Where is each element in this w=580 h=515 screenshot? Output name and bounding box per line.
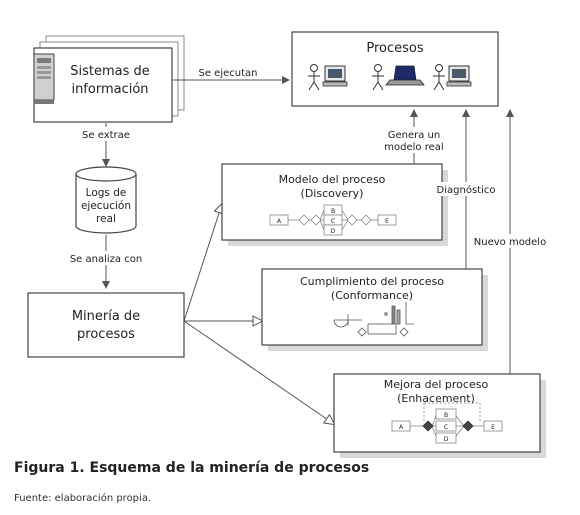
sistemas-label-1: Sistemas de	[70, 64, 150, 79]
laptop-icon	[385, 65, 425, 86]
sistemas-node: Sistemas de información	[33, 35, 185, 123]
discovery-node: Modelo del proceso (Discovery) A B C	[221, 163, 448, 246]
discovery-label-1: Modelo del proceso	[279, 173, 386, 186]
mineria-label-1: Minería de	[72, 309, 140, 324]
model-label: D	[444, 436, 449, 443]
edge-label-genera-2: modelo real	[384, 142, 443, 153]
edge-label-se-analiza: Se analiza con	[70, 254, 142, 265]
edge-label-bg	[70, 251, 142, 265]
server-icon	[33, 53, 55, 104]
edge-label-bg	[80, 127, 132, 141]
process-model-thumbnail: A B C D E	[269, 204, 397, 236]
edge-label-bg	[476, 234, 544, 248]
model-label: B	[444, 412, 448, 419]
model-label: C	[444, 424, 448, 431]
enhancement-label-2: (Enhacement)	[397, 392, 475, 405]
person-icon	[372, 64, 384, 91]
arrow-to-enhancement	[183, 320, 334, 424]
model-label: A	[277, 218, 282, 225]
logs-node: Logs de ejecución real	[75, 166, 137, 234]
edge-label-genera-1: Genera un	[388, 130, 441, 141]
model-label: C	[331, 218, 335, 225]
sistemas-label-2: información	[71, 82, 148, 97]
procesos-label: Procesos	[366, 41, 423, 56]
person-icon	[308, 64, 320, 91]
model-label: A	[399, 424, 404, 431]
edge-label-diagnostico: Diagnóstico	[437, 184, 496, 196]
edge-label-se-ejecutan: Se ejecutan	[199, 68, 258, 79]
edge-label-se-extrae: Se extrae	[82, 130, 130, 141]
conformance-label-2: (Conformance)	[331, 289, 413, 302]
model-label: D	[331, 228, 336, 235]
model-label: E	[491, 424, 495, 431]
mineria-node: Minería de procesos	[27, 292, 185, 358]
logs-label-2: ejecución	[81, 200, 131, 212]
edge-label-bg	[386, 127, 444, 153]
conformance-label-1: Cumplimiento del proceso	[300, 275, 444, 288]
logs-label-1: Logs de	[86, 187, 127, 199]
arrow-to-discovery	[183, 204, 222, 322]
conformance-thumbnail	[333, 302, 414, 337]
enhanced-model-thumbnail: A B C D E	[391, 402, 503, 444]
mineria-label-2: procesos	[77, 327, 135, 342]
model-label: E	[385, 218, 389, 225]
procesos-node: Procesos	[291, 31, 499, 107]
discovery-label-2: (Discovery)	[301, 187, 364, 200]
computer-icon	[322, 65, 348, 87]
logs-label-3: real	[96, 213, 116, 225]
edge-label-nuevo-modelo: Nuevo modelo	[474, 237, 546, 248]
figure-source: Fuente: elaboración propia.	[14, 493, 152, 504]
model-label: B	[331, 208, 335, 215]
enhancement-label-1: Mejora del proceso	[384, 378, 489, 391]
enhancement-node: Mejora del proceso (Enhacement) A B C D	[333, 373, 546, 458]
computer-icon	[446, 65, 472, 87]
conformance-node: Cumplimiento del proceso (Conformance)	[261, 268, 488, 351]
edge-label-bg	[438, 182, 494, 196]
person-icon	[433, 64, 445, 91]
figure-caption: Figura 1. Esquema de la minería de proce…	[14, 460, 370, 476]
